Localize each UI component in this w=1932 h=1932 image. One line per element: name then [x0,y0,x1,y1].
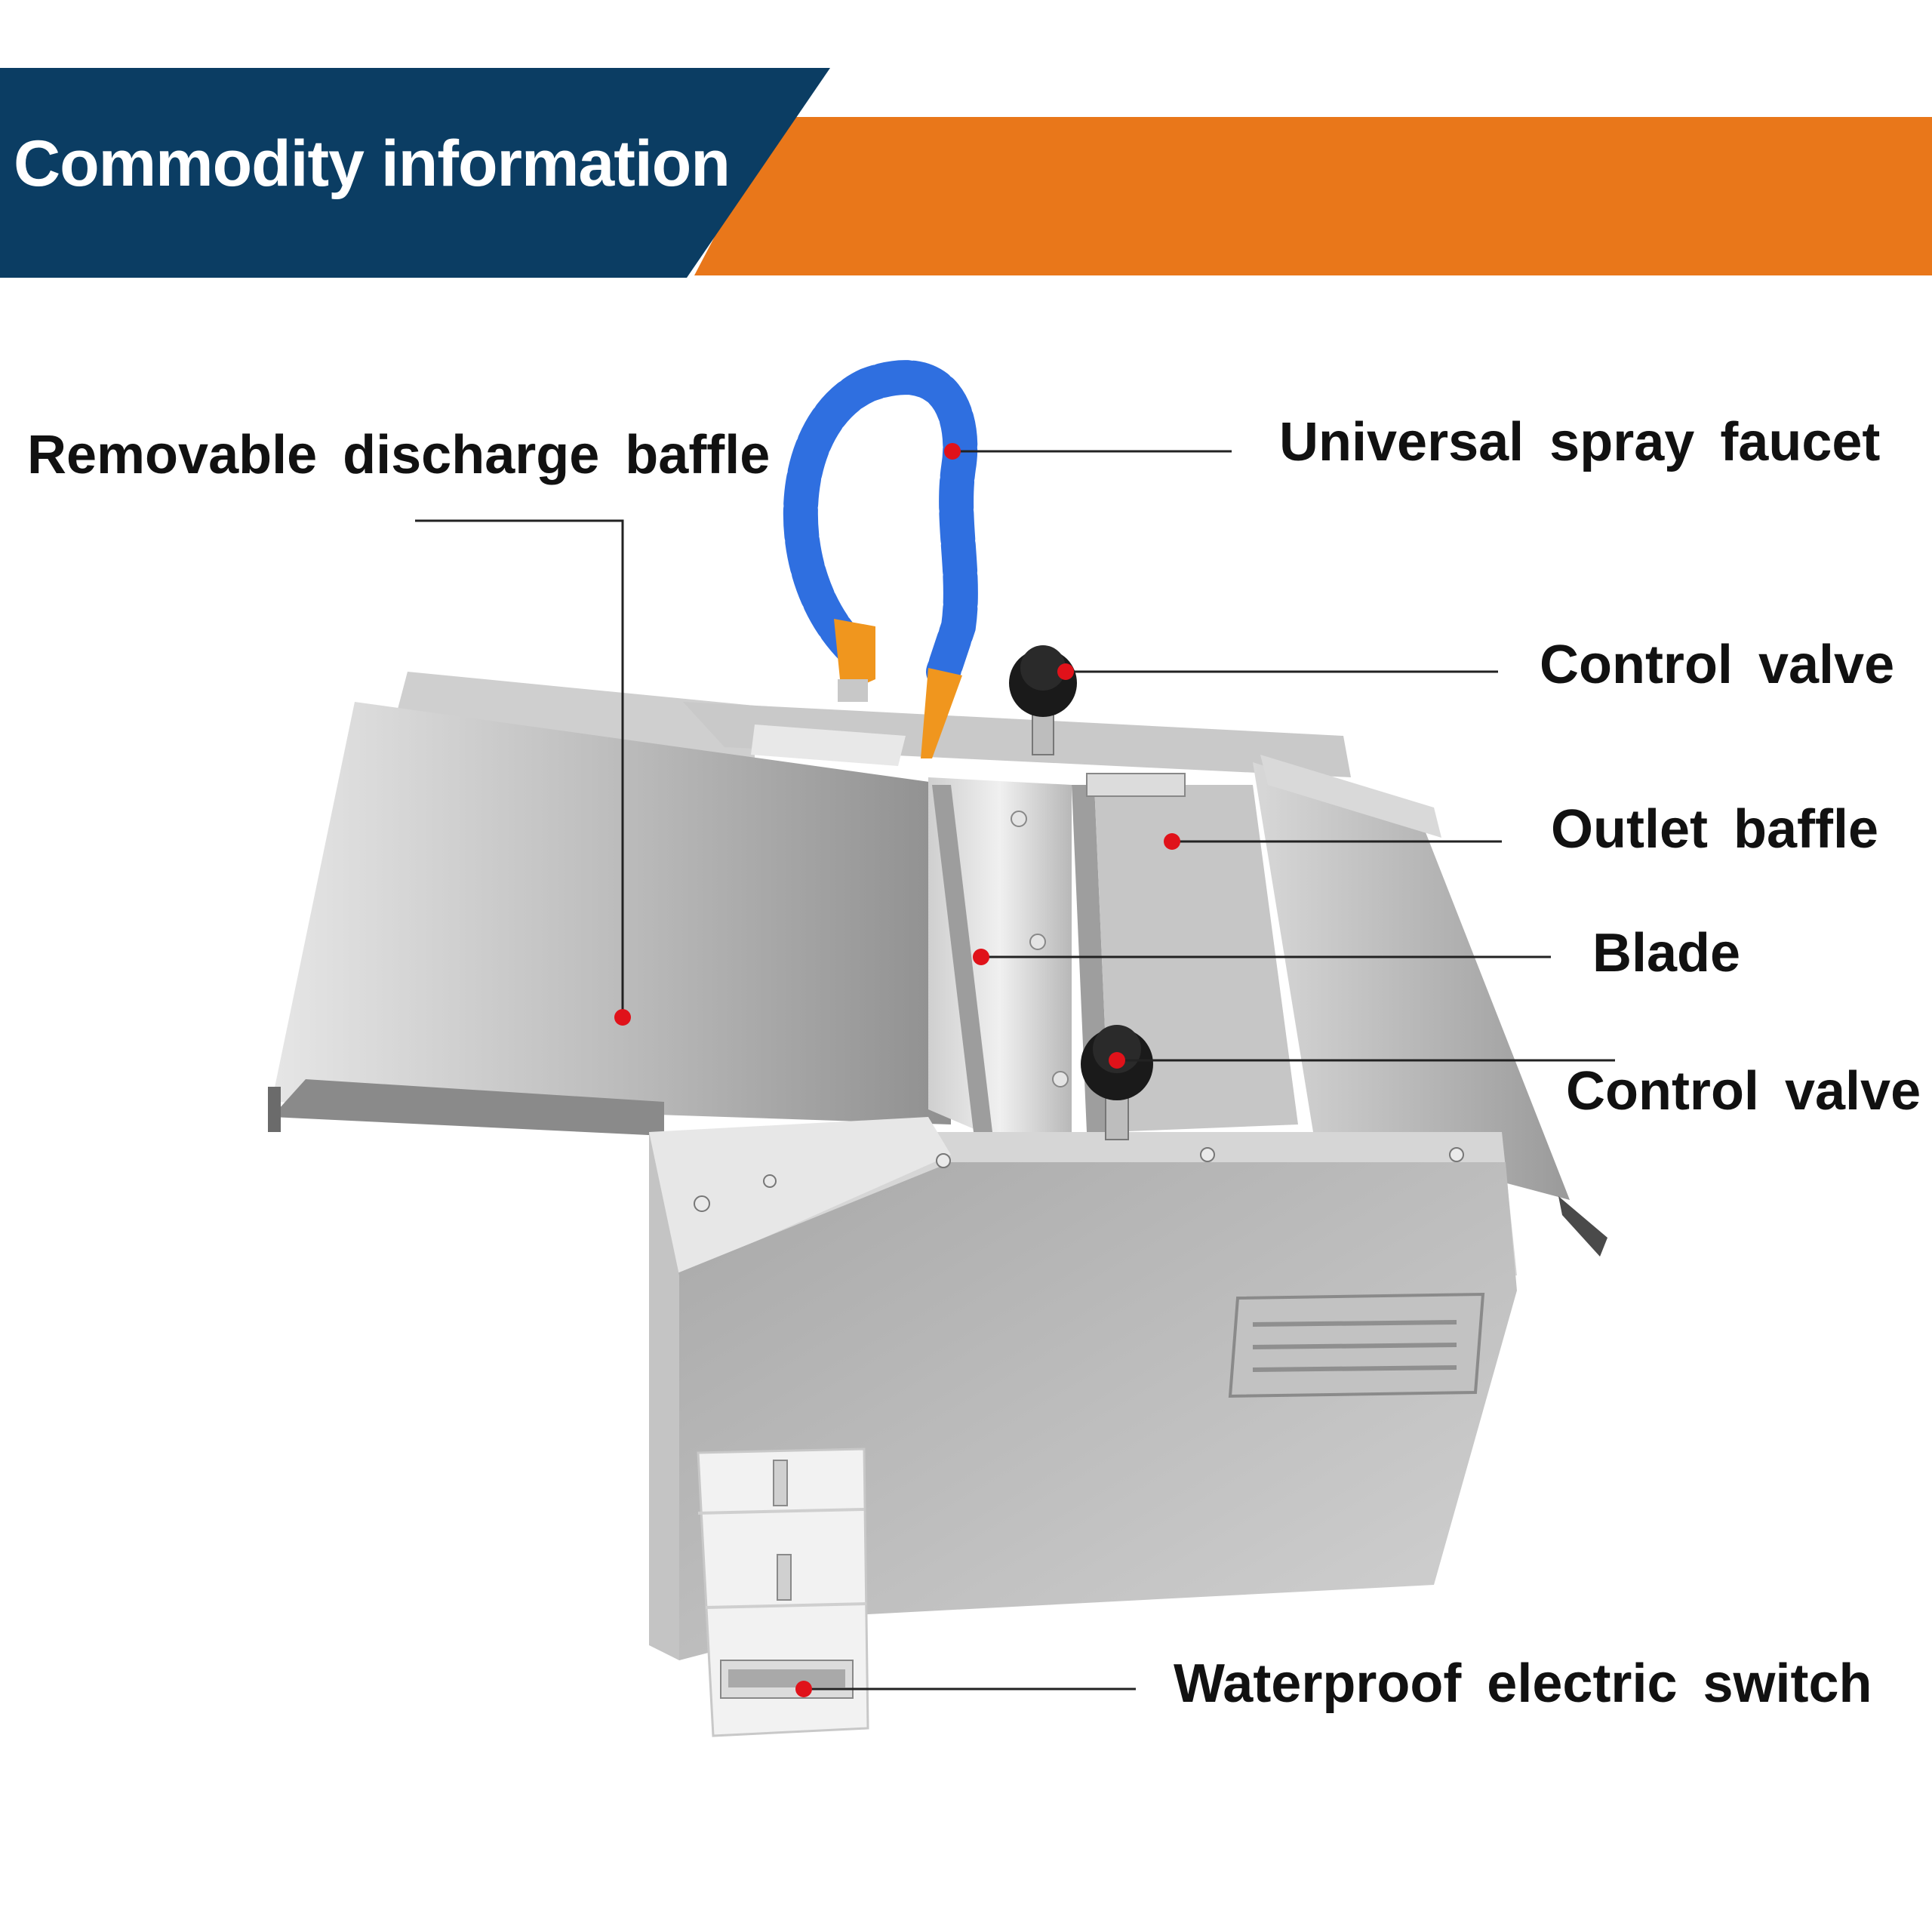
header-banner [0,68,1932,278]
marker-blade [973,949,989,965]
marker-control-valve-bottom [1109,1052,1125,1069]
label-control-valve-top: Control valve [1540,635,1895,695]
marker-control-valve-top [1057,663,1074,680]
label-removable-discharge-baffle: Removable discharge baffle [27,425,771,485]
label-control-valve-bottom: Control valve [1566,1061,1921,1121]
leader-removable-discharge-baffle [415,519,624,1017]
nameplate-text-lines [1252,1320,1457,1372]
waterproof-switch-box [697,1447,869,1737]
label-blade: Blade [1592,923,1741,983]
top-frame [683,702,1351,777]
callout-leaders [415,450,1615,1690]
spray-hose [783,360,978,758]
marker-waterproof-electric-switch [795,1681,812,1697]
machine-body [649,1117,1517,1660]
label-universal-spray-faucet: Universal spray faucet [1279,412,1881,472]
label-outlet-baffle: Outlet baffle [1551,799,1879,860]
banner-navy-block [0,68,830,278]
callout-markers [614,443,1180,1697]
marker-universal-spray-faucet [944,443,961,460]
label-waterproof-electric-switch: Waterproof electric switch [1174,1654,1872,1714]
marker-outlet-baffle [1164,833,1180,850]
removable-discharge-baffle-part [268,672,951,1136]
banner-orange-stripe [694,117,1932,275]
page-title: Commodity information [14,128,731,200]
marker-removable-discharge-baffle [614,1009,631,1026]
